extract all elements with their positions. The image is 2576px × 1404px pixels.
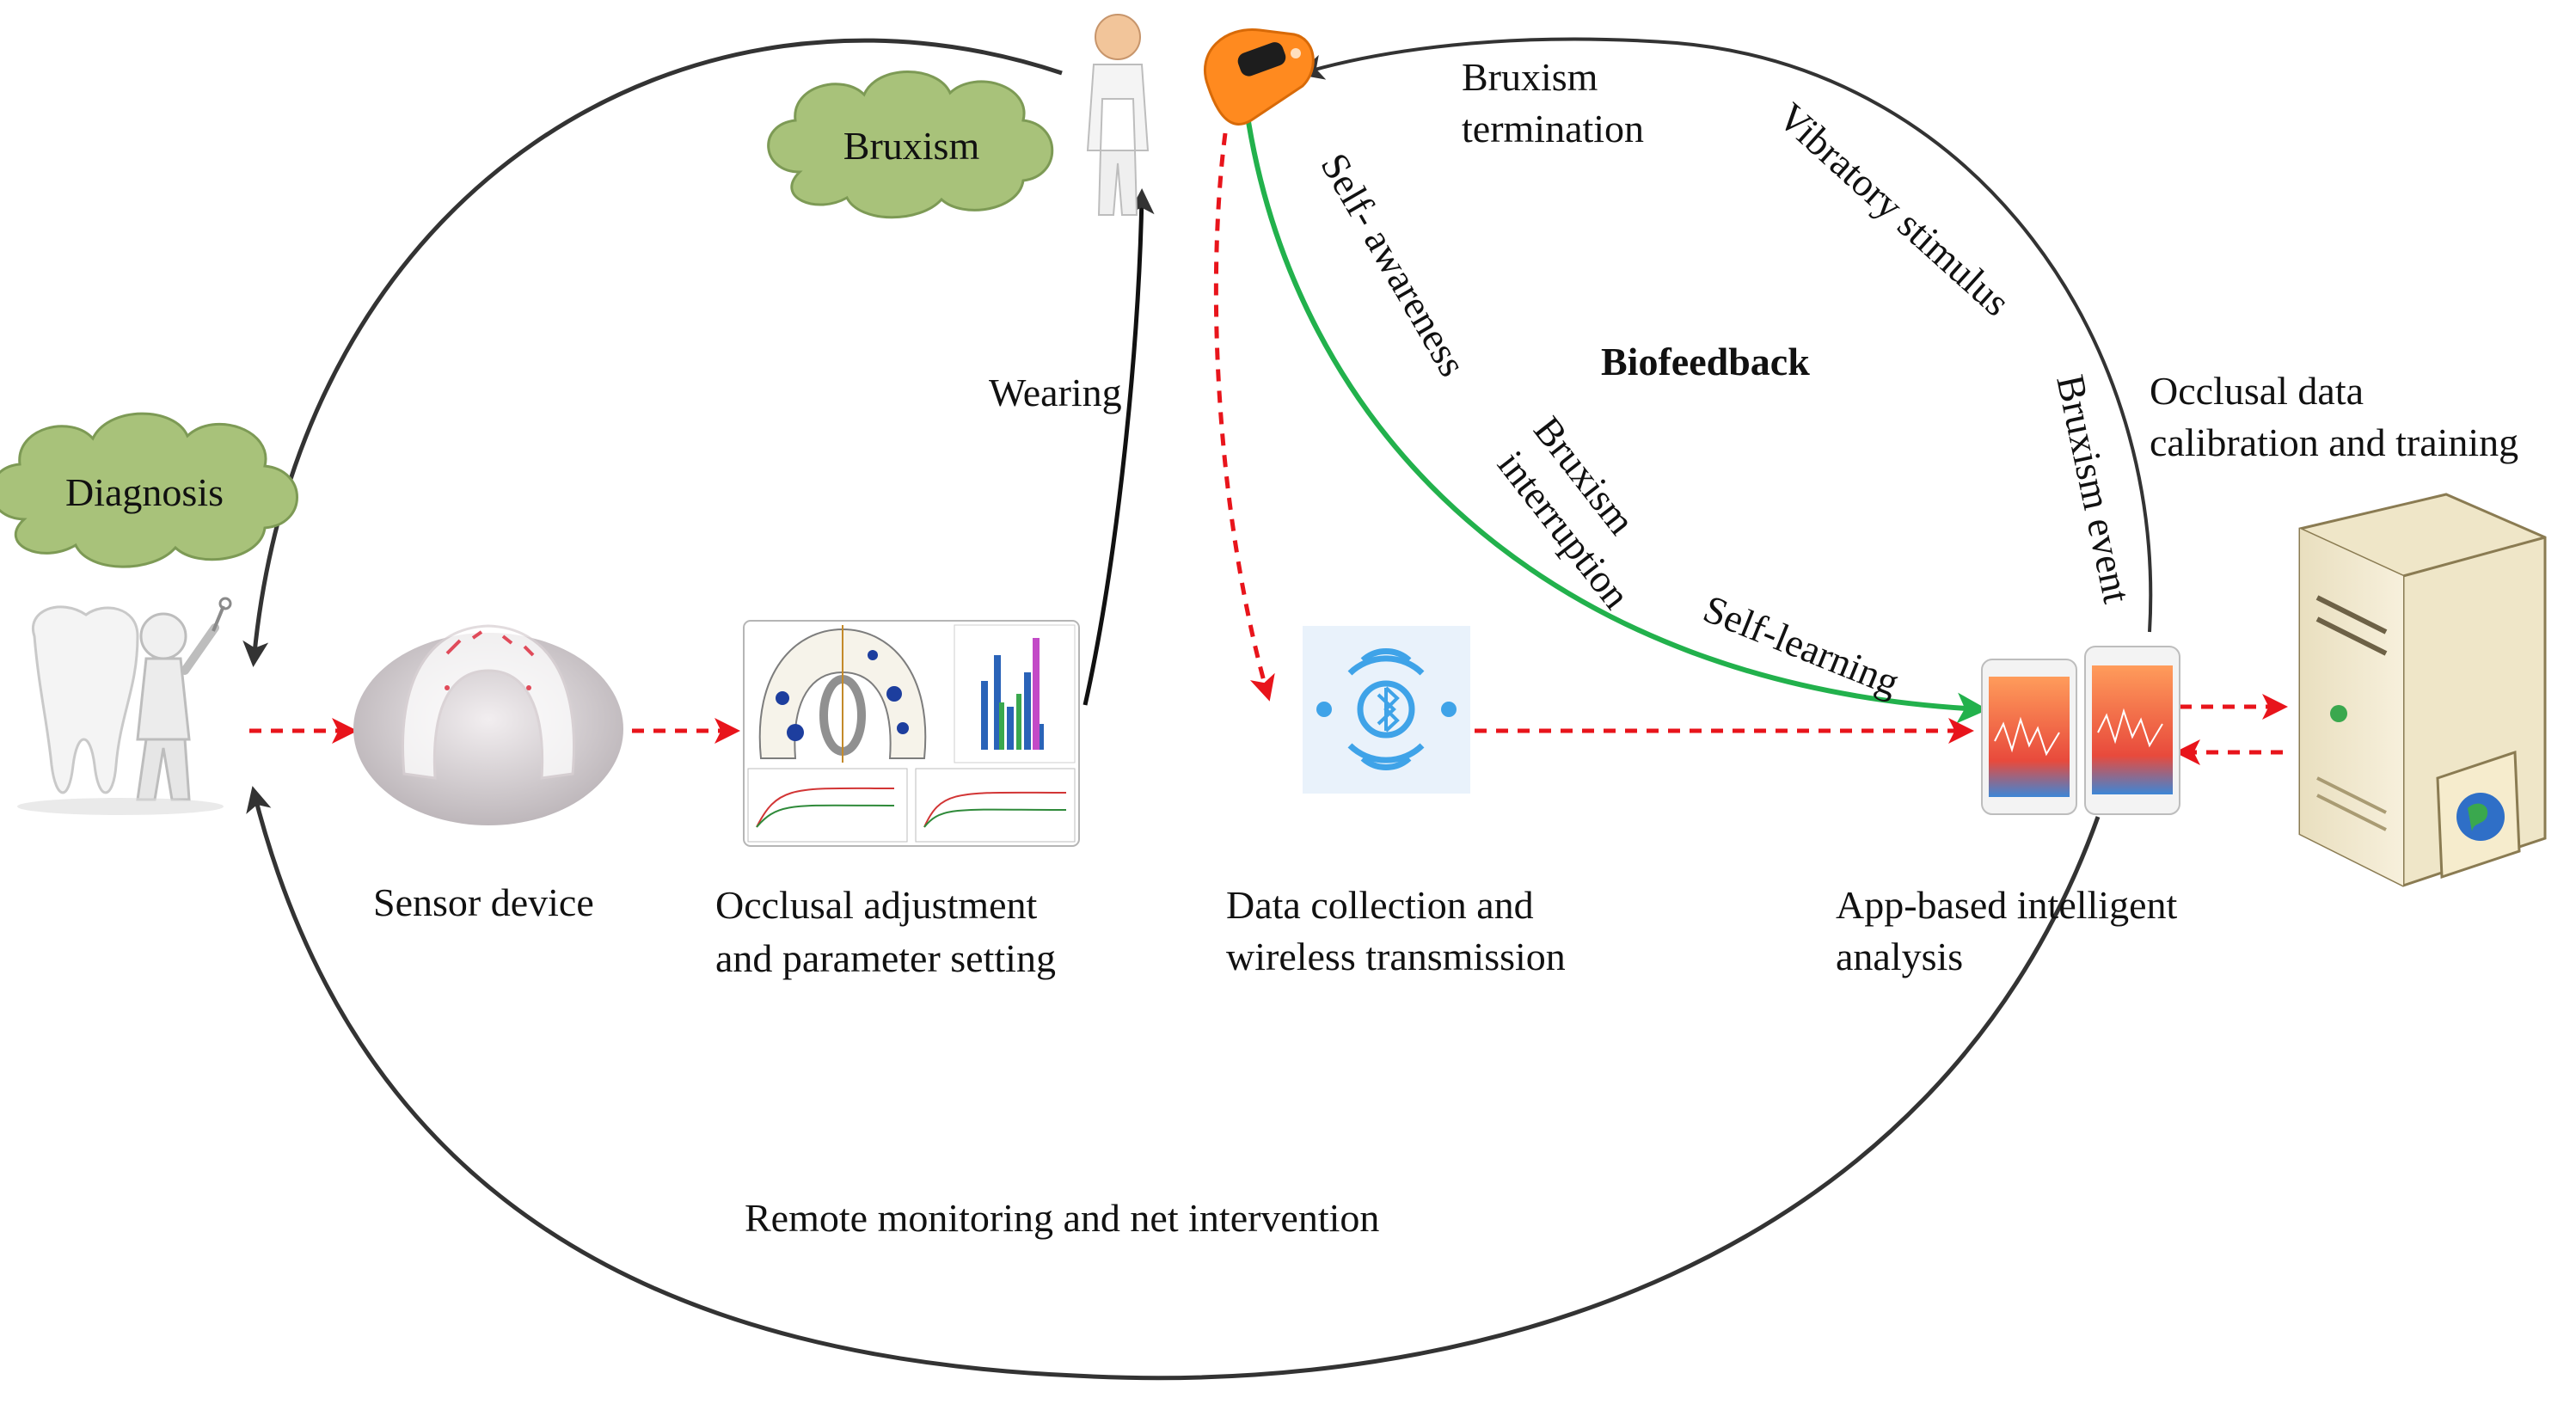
biofeedback-green-arrow: [1242, 98, 1989, 724]
app-analysis-label-line1: App-based intelligent: [1836, 883, 2178, 927]
bluetooth-icon: [1303, 626, 1470, 794]
remote-monitoring-label: Remote monitoring and net intervention: [745, 1196, 1379, 1240]
data-collection-label-line1: Data collection and: [1226, 883, 1534, 927]
occlusal-calibration-label-line1: Occlusal data: [2150, 369, 2364, 413]
self-awareness-label: Self- awareness: [1312, 146, 1475, 384]
vibratory-stimulus-label: Vibratory stimulus: [1769, 95, 2018, 325]
bruxism-termination-label-line1: Bruxism: [1462, 55, 1598, 99]
app-analysis-label-line2: analysis: [1836, 935, 1963, 978]
vibratory-stimulus-arc-arrow: [1297, 37, 2153, 633]
occlusal-adjustment-label-line2: and parameter setting: [715, 936, 1056, 980]
wearing-label: Wearing: [989, 371, 1122, 414]
smartphone-app-icon: [1981, 646, 2180, 815]
analysis-software-icon: [743, 620, 1080, 847]
remote-monitoring-arc-arrow: [246, 786, 2101, 1381]
bruxism-termination-label-line2: termination: [1462, 107, 1644, 150]
server-computer-icon: [2298, 493, 2547, 887]
occlusal-calibration-label-line2: calibration and training: [2150, 420, 2518, 464]
sensor-device-label: Sensor device: [373, 880, 594, 924]
bruxism-cloud: Bruxism: [767, 71, 1054, 219]
data-collection-label-line2: wireless transmission: [1226, 935, 1566, 978]
diagnosis-cloud: Diagnosis: [0, 412, 298, 568]
diagnosis-arc-arrow: [242, 38, 1063, 667]
wearing-arrow: [1083, 188, 1155, 706]
bruxism-cloud-label: Bruxism: [843, 124, 980, 168]
dashed-arrow-band-to-bluetooth: [1213, 132, 1275, 702]
occlusal-splint-icon: [353, 624, 623, 825]
occlusal-adjustment-label-line1: Occlusal adjustment: [715, 883, 1038, 927]
dentist-with-tooth-icon: [17, 597, 232, 815]
standing-person-icon: [1086, 14, 1150, 216]
biofeedback-label: Biofeedback: [1601, 340, 1810, 383]
bruxism-event-label: Bruxism event: [2048, 371, 2139, 607]
wristband-icon: [1203, 28, 1315, 126]
diagnosis-cloud-label: Diagnosis: [65, 470, 224, 514]
